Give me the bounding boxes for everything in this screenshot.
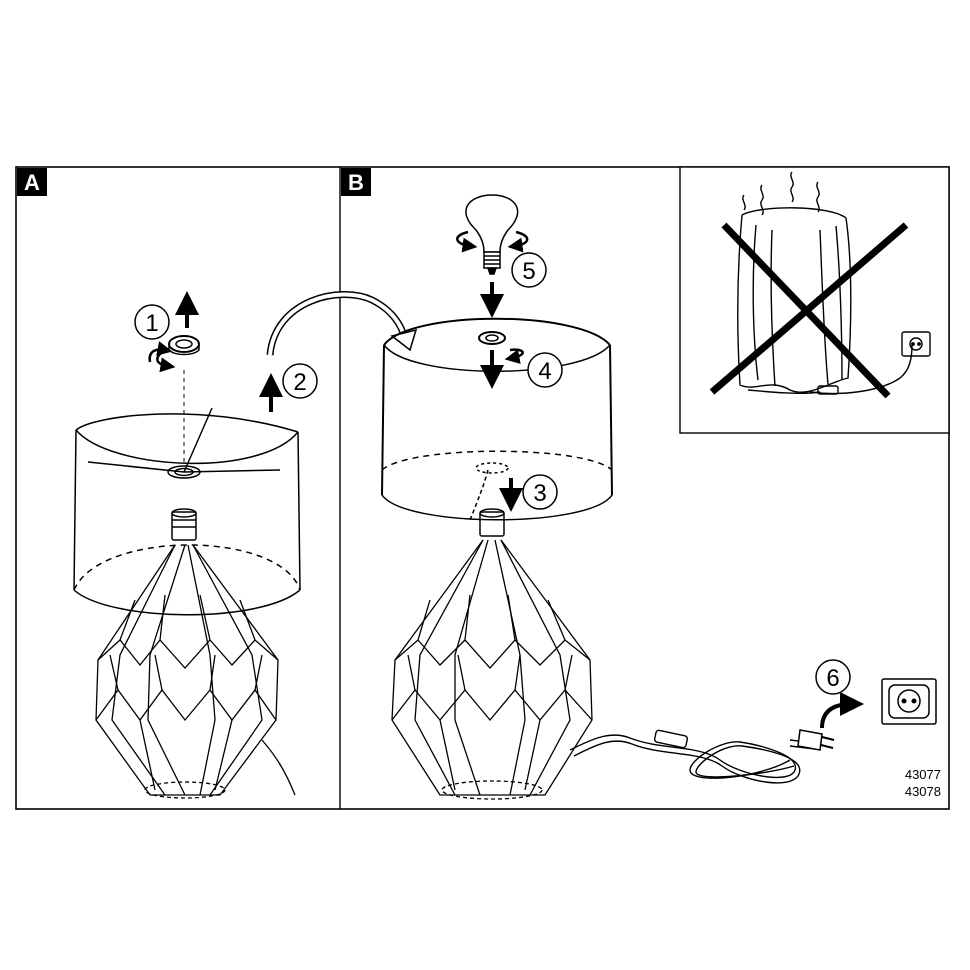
panel-a-steps: 1 2 — [134, 291, 418, 412]
outer-frame — [15, 166, 950, 810]
lamp-socket-b — [479, 508, 505, 537]
panel-b-tag: B — [341, 168, 371, 196]
plug-icon — [797, 729, 835, 751]
step-5-badge: 5 — [511, 252, 547, 288]
wire-base-b — [391, 539, 593, 800]
wire-base-a — [95, 544, 296, 799]
panel-b-label: B — [348, 170, 364, 195]
panel-a-label: A — [24, 170, 40, 195]
step-4-badge: 4 — [527, 352, 563, 388]
step-5-number: 5 — [522, 258, 535, 285]
lamp-socket-a — [171, 508, 197, 541]
panel-a — [73, 335, 301, 799]
step-1-number: 1 — [145, 310, 158, 337]
step-3-badge: 3 — [522, 474, 558, 510]
step-2-badge: 2 — [282, 363, 318, 399]
panel-a-tag: A — [17, 168, 47, 196]
do-not-cover-icon — [709, 171, 931, 399]
lampshade-b — [381, 317, 613, 521]
wall-socket-icon — [881, 678, 937, 725]
light-bulb-icon — [465, 194, 519, 275]
step-6-badge: 6 — [815, 659, 851, 695]
lampshade-a — [73, 407, 301, 616]
panel-b-steps: 5 4 3 6 — [456, 230, 864, 729]
step-3-number: 3 — [533, 480, 546, 507]
step-4-number: 4 — [538, 358, 551, 385]
power-cord — [569, 729, 823, 784]
step-2-number: 2 — [293, 369, 306, 396]
ring-nut-a — [168, 335, 200, 356]
model-number-1: 43077 — [905, 767, 941, 782]
step-6-number: 6 — [826, 665, 839, 692]
ring-nut-b — [478, 331, 506, 345]
model-number-2: 43078 — [905, 784, 941, 799]
step-1-badge: 1 — [134, 304, 170, 340]
panel-b — [381, 317, 835, 800]
plug-in-arrow — [820, 692, 864, 729]
